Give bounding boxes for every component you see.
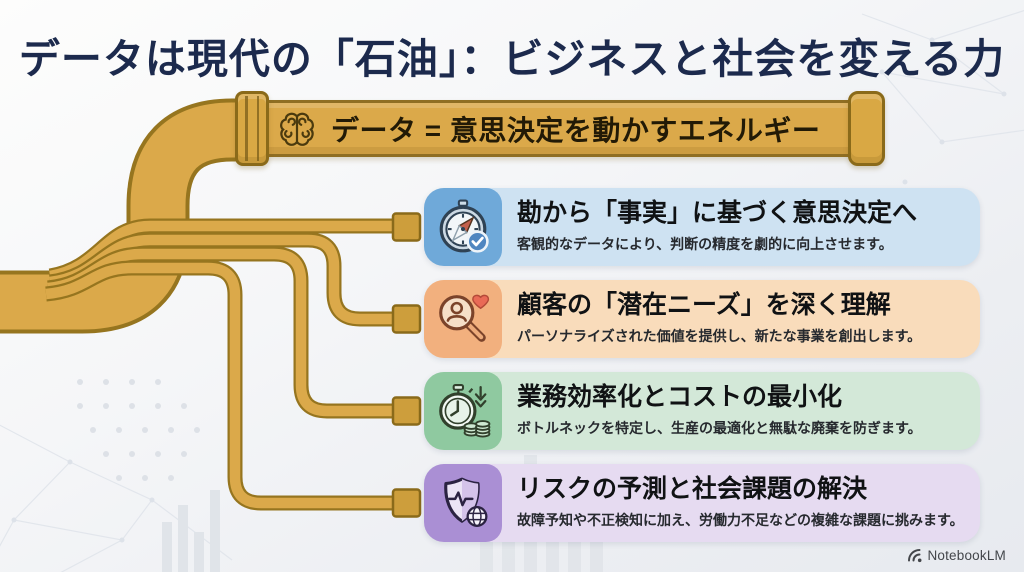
banner-pipe: データ = 意思決定を動かすエネルギー [250,100,852,157]
card-title: リスクの予測と社会課題の解決 [517,475,868,504]
card-title: 業務効率化とコストの最小化 [517,383,843,412]
banner-label: データ = 意思決定を動かすエネルギー [331,114,821,146]
pipe-connector [391,304,422,334]
brain-icon [280,112,314,146]
notebooklm-logo-icon [908,549,922,563]
pipe-end-cap [848,91,885,166]
pipe-connector [391,396,422,426]
card-description: ボトルネックを特定し、生産の最適化と無駄な廃棄を防ぎます。 [517,419,922,436]
shield-pulse-globe-icon [444,477,488,527]
card-title: 勘から「事実」に基づく意思決定へ [517,199,918,228]
pipe-branch-1 [48,218,394,284]
card-description: 故障予知や不正検知に加え、労働力不足などの複雑な課題に挑みます。 [517,511,964,528]
pipe-connectors [391,212,422,518]
customer-search-heart-icon [439,294,490,342]
brand-name: NotebookLM [927,548,1006,563]
pipe-main [0,98,254,334]
card-icon-tile [424,464,502,542]
benefit-card-efficiency: 業務効率化とコストの最小化 ボトルネックを特定し、生産の最適化と無駄な廃棄を防ぎ… [424,372,980,450]
card-title: 顧客の「潜在ニーズ」を深く理解 [517,291,891,320]
compass-check-icon [439,199,489,253]
brand-watermark: NotebookLM [907,548,1006,563]
card-icon-tile [424,372,502,450]
page-title: データは現代の「石油」：ビジネスと社会を変える力 [18,36,1006,82]
pipe-branch-2 [48,232,394,327]
benefit-card-risk: リスクの予測と社会課題の解決 故障予知や不正検知に加え、労働力不足などの複雑な課… [424,464,980,542]
pipe-branch-4 [45,260,394,511]
card-description: パーソナライズされた価値を提供し、新たな事業を創出します。 [517,327,922,344]
pipe-coupling [235,91,269,166]
card-icon-tile [424,188,502,266]
card-description: 客観的なデータにより、判断の精度を劇的に向上させます。 [517,235,893,252]
benefit-card-customer: 顧客の「潜在ニーズ」を深く理解 パーソナライズされた価値を提供し、新たな事業を創… [424,280,980,358]
card-icon-tile [424,280,502,358]
pipe-connector [391,212,422,242]
benefit-card-decision: 勘から「事実」に基づく意思決定へ 客観的なデータにより、判断の精度を劇的に向上さ… [424,188,980,266]
pipe-branch-3 [46,246,394,419]
stopwatch-cost-down-icon [439,384,491,438]
pipe-connector [391,488,422,518]
